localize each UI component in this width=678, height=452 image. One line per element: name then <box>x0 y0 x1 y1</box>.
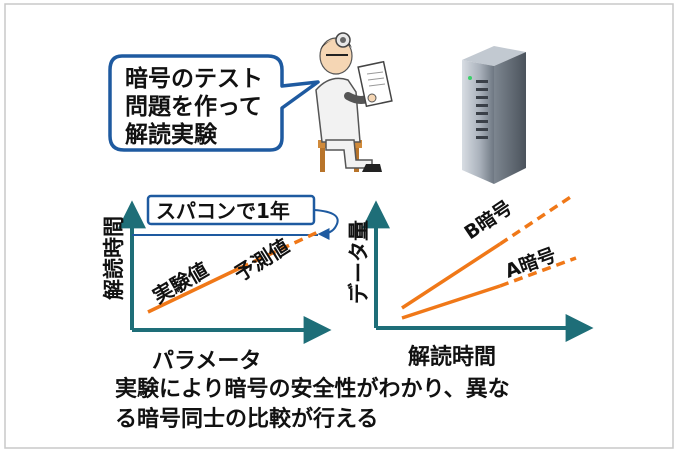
caption-line-1: 実験により暗号の安全性がわかり、異な <box>115 376 510 402</box>
callout-arrow <box>313 209 339 240</box>
server-tower-icon <box>462 46 526 184</box>
speech-bubble-line-1: 暗号のテスト <box>125 65 263 92</box>
series-a-solid <box>401 284 501 320</box>
series-a-label: A暗号 <box>502 243 559 283</box>
right-graph-y-label: データ量 <box>347 220 371 304</box>
speech-bubble: 暗号のテスト 問題を作って 解読実験 <box>108 54 320 152</box>
left-graph-y-label: 解読時間 <box>102 216 126 300</box>
series-a-dashed <box>499 256 577 288</box>
series-b-label: B暗号 <box>460 196 516 244</box>
measured-line <box>147 266 241 314</box>
caption: 実験により暗号の安全性がわかり、異な る暗号同士の比較が行える <box>115 376 510 432</box>
outer-frame <box>4 3 674 449</box>
researcher-figure-icon <box>315 32 393 172</box>
measured-label: 実験値 <box>149 258 213 309</box>
callout-label: スパコンで1年 <box>156 199 290 223</box>
speech-bubble-line-2: 問題を作って <box>125 94 262 120</box>
predicted-label: 予測値 <box>230 234 294 286</box>
series-b-dashed <box>499 194 573 246</box>
right-graph: データ量 解読時間 B暗号 A暗号 <box>347 194 594 370</box>
speech-bubble-shape <box>108 54 320 152</box>
series-b-solid <box>401 242 501 310</box>
caption-line-2: る暗号同士の比較が行える <box>115 406 378 432</box>
left-graph: 解読時間 パラメータ スパコンで1年 実験値 予測値 <box>102 194 339 374</box>
speech-bubble-line-3: 解読実験 <box>125 121 218 148</box>
right-graph-x-label: 解読時間 <box>408 344 496 370</box>
left-graph-x-label: パラメータ <box>152 349 261 374</box>
